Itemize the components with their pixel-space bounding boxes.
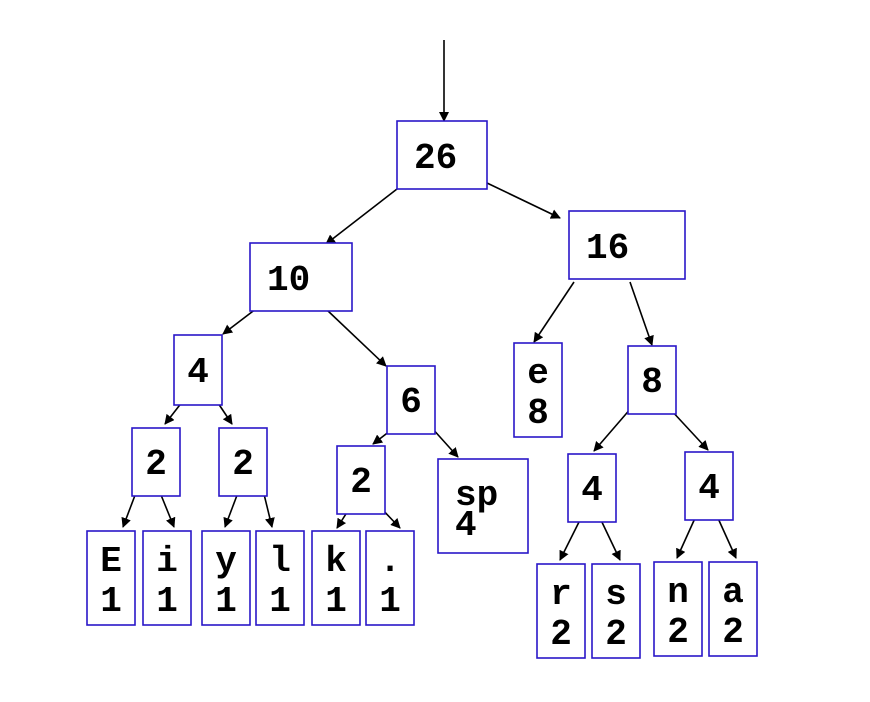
node-box	[386, 365, 436, 435]
node-weight: 1	[269, 581, 291, 622]
node-box	[437, 458, 529, 554]
node-label: .	[379, 541, 401, 582]
node-box	[513, 342, 563, 438]
tree-edges	[121, 40, 737, 561]
tree-node-r: r2	[536, 563, 586, 659]
node-box	[311, 530, 361, 626]
node-label: 10	[267, 260, 310, 301]
node-box	[536, 563, 586, 659]
node-label: 2	[350, 462, 372, 503]
node-label: 4	[698, 468, 720, 509]
tree-node-n6: 6	[386, 365, 436, 435]
node-box	[142, 530, 192, 626]
tree-node-s: s2	[591, 563, 641, 659]
node-weight: 8	[527, 393, 549, 434]
node-box	[708, 561, 758, 657]
node-label: 2	[145, 444, 167, 485]
node-box	[396, 120, 488, 190]
node-box	[591, 563, 641, 659]
node-label: e	[527, 353, 549, 394]
node-label: 2	[232, 444, 254, 485]
tree-node-i: i1	[142, 530, 192, 626]
tree-node-n16: 16	[568, 210, 686, 280]
node-box	[86, 530, 136, 626]
tree-node-root: 26	[396, 120, 488, 190]
node-box	[653, 561, 703, 657]
node-box	[336, 445, 386, 515]
node-weight: 1	[379, 581, 401, 622]
node-label: a	[722, 572, 744, 613]
node-weight: 1	[215, 581, 237, 622]
tree-node-sp: sp4	[437, 458, 529, 554]
tree-node-l: l1	[255, 530, 305, 626]
node-box	[568, 210, 686, 280]
node-label: 8	[641, 362, 663, 403]
node-weight: 1	[100, 581, 122, 622]
node-box	[365, 530, 415, 626]
tree-edge-arrow	[326, 309, 387, 367]
tree-edge-arrow	[325, 188, 398, 245]
tree-node-k: k1	[311, 530, 361, 626]
node-label: n	[667, 572, 689, 613]
tree-node-n2c: 2	[336, 445, 386, 515]
tree-node-n8: 8	[627, 345, 677, 415]
tree-edge-arrow	[533, 281, 575, 343]
node-box	[173, 334, 223, 406]
node-label: 4	[187, 352, 209, 393]
tree-node-n10: 10	[249, 242, 353, 312]
node-box	[684, 451, 734, 521]
node-box	[255, 530, 305, 626]
node-box	[627, 345, 677, 415]
node-label: i	[156, 541, 178, 582]
node-weight: 2	[550, 614, 572, 655]
tree-edge-arrow	[599, 517, 621, 561]
tree-node-n4c: 4	[684, 451, 734, 521]
node-weight: 2	[667, 612, 689, 653]
node-label: E	[100, 541, 122, 582]
node-box	[218, 427, 268, 497]
tree-node-dot: .1	[365, 530, 415, 626]
node-label: s	[605, 574, 627, 615]
node-label: 16	[586, 228, 629, 269]
tree-edge-arrow	[669, 408, 709, 451]
tree-node-n4a: 4	[173, 334, 223, 406]
tree-node-n: n2	[653, 561, 703, 657]
tree-edge-arrow	[559, 517, 582, 561]
node-weight: 1	[325, 581, 347, 622]
node-label: 26	[414, 138, 457, 179]
node-box	[249, 242, 353, 312]
node-box	[131, 427, 181, 497]
tree-node-n2a: 2	[131, 427, 181, 497]
node-label: sp	[455, 475, 498, 516]
tree-edge-arrow	[629, 281, 654, 346]
tree-node-a: a2	[708, 561, 758, 657]
node-weight: 2	[605, 614, 627, 655]
tree-node-e: e8	[513, 342, 563, 438]
node-weight: 1	[156, 581, 178, 622]
tree-edge-arrow	[676, 515, 697, 559]
node-label: 6	[400, 382, 422, 423]
node-box	[201, 530, 251, 626]
tree-node-n2b: 2	[218, 427, 268, 497]
tree-node-y: y1	[201, 530, 251, 626]
node-label: k	[325, 541, 347, 582]
node-label: l	[269, 541, 291, 582]
node-weight: 4	[455, 505, 477, 546]
node-weight: 2	[722, 612, 744, 653]
tree-node-n4b: 4	[567, 453, 617, 523]
tree-edge-arrow	[593, 406, 633, 452]
node-label: 4	[581, 470, 603, 511]
tree-edge-arrow	[486, 182, 561, 219]
node-label: r	[550, 574, 572, 615]
node-box	[567, 453, 617, 523]
tree-edge-arrow	[716, 515, 737, 559]
tree-node-E: E1	[86, 530, 136, 626]
node-label: y	[215, 541, 237, 582]
